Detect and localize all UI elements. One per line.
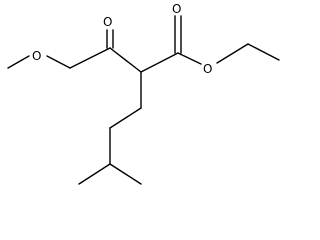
bond-o-ethyl-ch2 [216,43,249,64]
bond-chain-1-2 [109,107,142,129]
bond-ester-c-o [177,52,202,65]
bond-methyl-o [7,55,30,69]
bond-o-ch2 [46,55,71,69]
structure-diagram: O O O O [7,2,280,185]
atom-o-ketone: O [103,15,112,29]
structure-canvas: O O O O [7,2,280,185]
bond-chain-3-methyl-b [109,163,142,185]
bond-ketone-c-ch [109,47,142,73]
atom-o-methoxy: O [32,49,41,63]
bond-ch2-ketone-c [69,47,111,69]
atom-o-ester: O [203,62,212,76]
bond-ch-ester-c [140,52,179,73]
bond-ethyl-ch3 [247,43,280,61]
bond-chain-3-methyl-a [78,163,111,185]
atom-o-carbonyl: O [172,2,181,16]
